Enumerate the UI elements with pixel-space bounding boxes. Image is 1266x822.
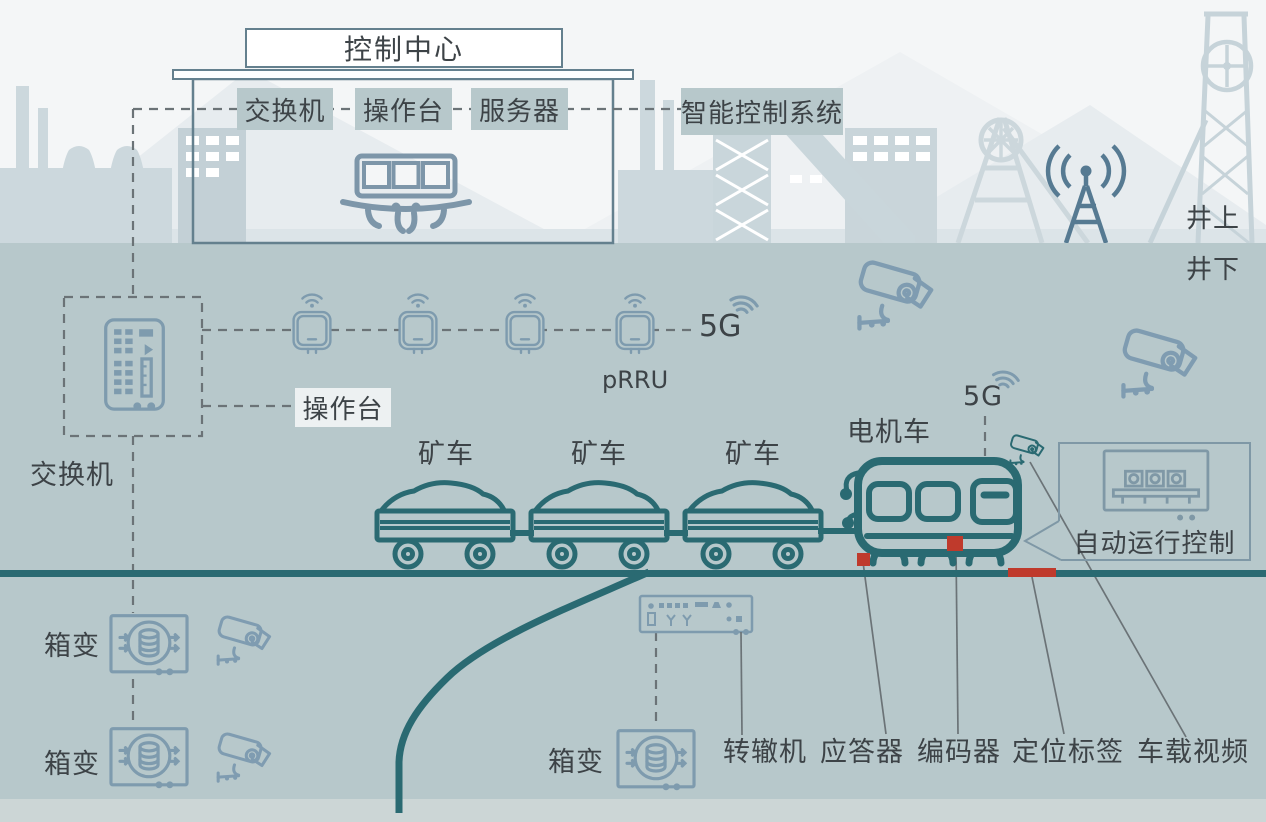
- intelligent-control-system-chip: 智能控制系统: [681, 88, 843, 135]
- transformer-label: 箱变: [44, 631, 100, 662]
- cart-label: 矿车: [571, 439, 627, 470]
- 5g-signal-icon: [729, 295, 759, 314]
- underground-switch-box: [62, 295, 204, 438]
- rail-track: [0, 568, 1266, 813]
- 5g-trackside-label: 5G: [699, 309, 742, 344]
- locomotive-label: 电机车: [847, 417, 931, 448]
- pointer-lines: [740, 461, 1187, 738]
- control-center-building: [172, 69, 634, 245]
- surface-switch-chip: 交换机: [237, 88, 333, 130]
- auto-control-label: 自动运行控制: [1073, 529, 1236, 559]
- tunnel-floor-strip: [0, 799, 1266, 822]
- switch-machine-label: 转辙机: [723, 737, 807, 768]
- surface-5g-tower-icon: [1045, 144, 1127, 244]
- locomotive-icon: [840, 457, 1022, 567]
- 5g-signal-icon: [991, 370, 1020, 389]
- transponder-label: 应答器: [820, 737, 904, 768]
- cart-label: 矿车: [725, 439, 781, 470]
- surface-silhouette: [0, 11, 1266, 245]
- transformer-label: 箱变: [548, 747, 604, 778]
- surface-server-chip: 服务器: [471, 88, 568, 130]
- zone-below-label: 井下: [1186, 255, 1241, 285]
- zone-above-label: 井上: [1186, 204, 1241, 234]
- auto-control-callout: [1022, 442, 1251, 561]
- encoder-marker: [947, 536, 963, 551]
- switch-machine-controller-icon: [638, 594, 754, 635]
- onboard-video-label: 车载视频: [1137, 737, 1249, 768]
- cart-label: 矿车: [418, 439, 474, 470]
- transformer-label: 箱变: [44, 749, 100, 780]
- positioning-tag-marker: [1008, 568, 1056, 577]
- 5g-train-label: 5G: [963, 381, 1004, 412]
- positioning-tag-label: 定位标签: [1012, 737, 1124, 768]
- underground-console-chip: 操作台: [295, 388, 391, 427]
- prru-label: pRRU: [602, 366, 669, 394]
- encoder-label: 编码器: [917, 737, 1001, 768]
- surface-console-chip: 操作台: [355, 88, 452, 130]
- control-center-title: 控制中心: [245, 28, 563, 68]
- underground-switch-label: 交换机: [30, 460, 114, 491]
- transponder-marker: [857, 553, 870, 566]
